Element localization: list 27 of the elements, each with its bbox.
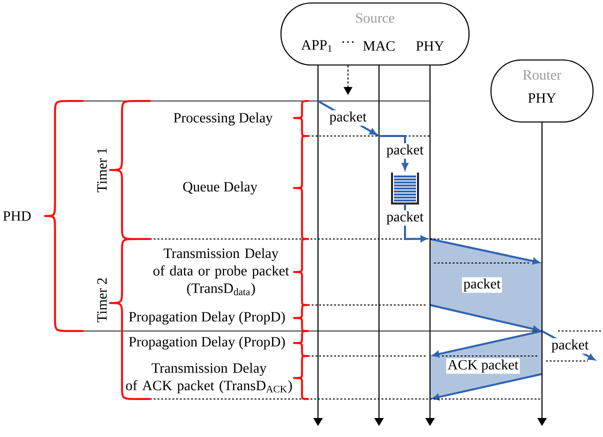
device-box	[490, 59, 594, 123]
delay-label: Queue Delay	[183, 182, 258, 194]
delay-label: Propagation Delay (PropD)	[128, 336, 285, 350]
layer-label: PHY	[416, 41, 444, 51]
layer-label: MAC	[363, 41, 394, 51]
delay-label: Transmission Delay of ACK packet (TransD$_{ACK}$)	[126, 362, 292, 394]
layer-label: ···	[342, 41, 354, 43]
delay-label: Propagation Delay (PropD)	[128, 312, 285, 324]
brace-label: PHD	[3, 211, 31, 221]
edge-label: packet	[385, 143, 425, 159]
device-box	[280, 2, 470, 66]
device-name: Source	[356, 13, 394, 23]
layer-label: PHY	[528, 93, 556, 103]
band-label: ACK packet	[446, 358, 520, 374]
packet-label: packet	[328, 110, 368, 126]
queue-icon	[391, 172, 419, 204]
edge-label: packet	[550, 338, 590, 354]
packet-band	[430, 238, 542, 332]
packet-band	[430, 330, 542, 400]
device-name: Router	[523, 70, 562, 80]
delay-label: Processing Delay	[174, 112, 273, 126]
timer-label: Timer 1	[97, 148, 107, 192]
delay-label: Transmission Delay of data or probe packet (TransD$_{data}$)	[153, 248, 290, 296]
timer-label: Timer 2	[97, 278, 107, 322]
layer-label: APP$_{1}$	[301, 40, 332, 52]
edge-label: packet	[385, 210, 425, 226]
band-label: packet	[462, 277, 502, 293]
